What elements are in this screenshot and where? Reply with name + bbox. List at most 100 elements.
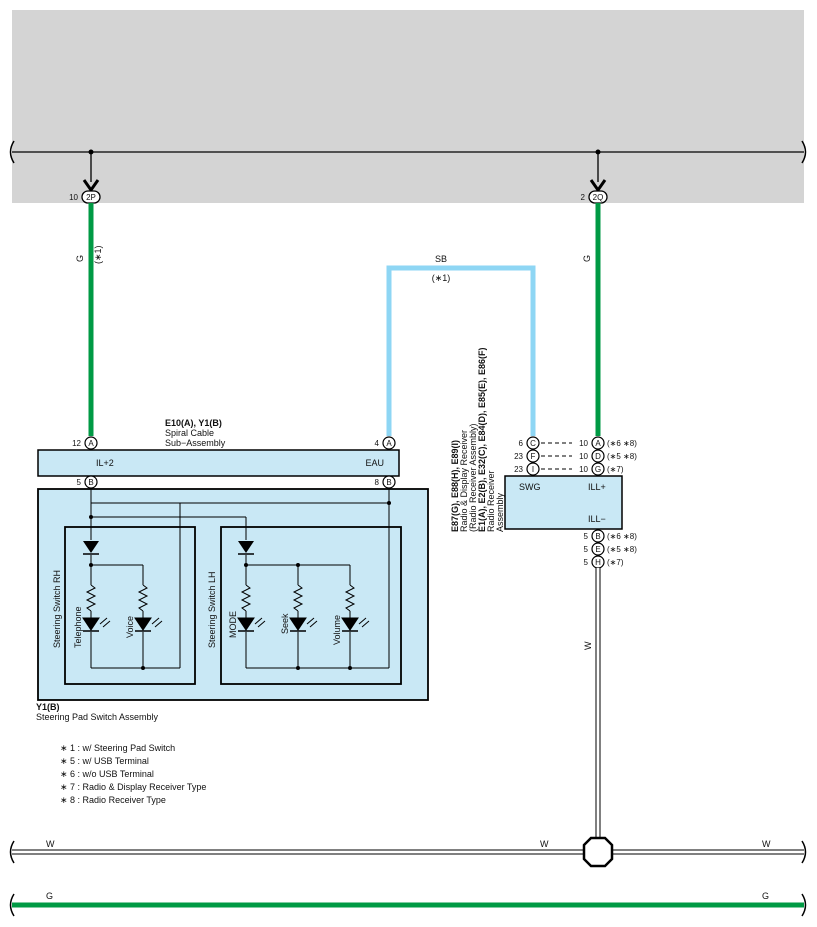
note-line-5: ∗ 8 : Radio Receiver Type [60, 795, 166, 805]
gnd-pin-b: B 5 (∗6 ∗8) [584, 529, 637, 543]
swg-pin-f-letter: F [531, 452, 536, 461]
swg-pin-f: F 23 [514, 449, 540, 463]
gnd-pin-e-number: 5 [584, 545, 589, 554]
resistor-seek [292, 584, 304, 612]
pad-connector: Y1(B) [36, 702, 60, 712]
switch-lh-box [220, 526, 402, 685]
note-line-1: ∗ 1 : w/ Steering Pad Switch [60, 743, 175, 753]
diode-rh [83, 541, 99, 555]
wire-note-g-left: (∗1) [93, 245, 103, 264]
swg-pin-i: I 23 [514, 462, 540, 476]
ill-pin-g: G 10 (∗7) [579, 462, 624, 476]
radio-labels: E87(G), E88(H), E89(I) Radio & Display R… [450, 347, 505, 532]
radio-label-ill-minus: ILL− [588, 514, 606, 524]
bus-g-label-left: G [46, 891, 53, 901]
bus-white-break-right [801, 840, 807, 864]
resistor-telephone [85, 584, 97, 612]
resistor-mode [240, 584, 252, 612]
radio-receiver-box [504, 475, 623, 530]
spiral-name-line2: Sub−Assembly [165, 438, 226, 448]
bus-white-break-left [9, 840, 15, 864]
gnd-pin-e-note: (∗5 ∗8) [607, 545, 637, 554]
bus-g-label-right: G [762, 891, 769, 901]
connector-2q-pin: 2 [581, 193, 586, 202]
pin-a-eau-number: 4 [375, 439, 380, 448]
note-line-4: ∗ 7 : Radio & Display Receiver Type [60, 782, 206, 792]
arrow-right [589, 179, 607, 193]
radio-connector-line2: E1(A), E2(B), E32(C), E84(D), E85(E), E8… [477, 347, 487, 532]
junction-dot [348, 666, 352, 670]
junction-dot [387, 501, 391, 505]
pin-dashed-links [541, 442, 572, 470]
top-gray-area [12, 10, 804, 203]
top-bus-break-right [801, 140, 807, 164]
arrow-left [82, 179, 100, 193]
swg-pin-f-number: 23 [514, 452, 523, 461]
radio-connector-line1: E87(G), E88(H), E89(I) [450, 440, 460, 532]
wire-sb [386, 265, 536, 436]
bus-w-label-mid: W [540, 839, 549, 849]
swg-pin-c-number: 6 [519, 439, 524, 448]
wire-note-sb: (∗1) [432, 273, 451, 283]
ill-pin-a-letter: A [595, 439, 601, 448]
ill-pin-g-note: (∗7) [607, 465, 624, 474]
gnd-pin-h-letter: H [595, 558, 601, 567]
bus-w-label-right: W [762, 839, 771, 849]
wire-label-g-left: G [75, 255, 85, 262]
gnd-pin-b-letter: B [595, 532, 600, 541]
ill-pin-d-number: 10 [579, 452, 588, 461]
gnd-pin-b-number: 5 [584, 532, 589, 541]
label-mode: MODE [228, 611, 238, 638]
radio-label-ill-plus: ILL+ [588, 482, 606, 492]
ill-pin-a: A 10 (∗6 ∗8) [579, 436, 637, 450]
label-seek: Seek [280, 613, 290, 634]
gnd-pin-e: E 5 (∗5 ∗8) [584, 542, 637, 556]
label-steering-switch-rh: Steering Switch RH [52, 570, 62, 648]
radio-name-line4: Assembly [495, 492, 505, 532]
spiral-name-line1: Spiral Cable [165, 428, 214, 438]
junction-dot [296, 563, 300, 567]
ill-pin-d: D 10 (∗5 ∗8) [579, 449, 637, 463]
ill-pin-a-number: 10 [579, 439, 588, 448]
bus-green-break-right [801, 893, 807, 917]
gnd-pin-h: H 5 (∗7) [584, 555, 624, 569]
resistor-voice [137, 584, 149, 612]
radio-label-swg: SWG [519, 482, 541, 492]
steering-pad-box [37, 488, 429, 701]
junction-dot [296, 666, 300, 670]
splice-octagon [582, 836, 614, 868]
swg-pin-c-letter: C [530, 439, 536, 448]
pin-b-8-letter: B [386, 478, 391, 487]
swg-pin-c: C 6 [519, 436, 540, 450]
top-bus-break-left [9, 140, 15, 164]
gnd-pin-b-note: (∗6 ∗8) [607, 532, 637, 541]
radio-name-line2: (Radio Receiver Assembly) [468, 423, 478, 532]
label-volume: Volume [332, 615, 342, 645]
label-voice: Voice [125, 616, 135, 638]
label-steering-switch-lh: Steering Switch LH [207, 571, 217, 648]
junction-dot [141, 666, 145, 670]
spiral-cable-box [37, 449, 400, 477]
switch-rh-box [64, 526, 196, 685]
wire-label-sb: SB [435, 254, 447, 264]
wire-label-g-right: G [582, 255, 592, 262]
gnd-pin-h-number: 5 [584, 558, 589, 567]
swg-pin-i-number: 23 [514, 465, 523, 474]
led-voice [134, 611, 163, 632]
pin-a-eau-letter: A [386, 439, 392, 448]
bus-green-break-left [9, 893, 15, 917]
gnd-pin-e-letter: E [595, 545, 600, 554]
note-line-3: ∗ 6 : w/o USB Terminal [60, 769, 154, 779]
junction-dot [89, 563, 93, 567]
junction-dot [89, 515, 93, 519]
wire-label-w-vertical: W [583, 641, 593, 650]
ill-pin-a-note: (∗6 ∗8) [607, 439, 637, 448]
radio-name-line3: Radio Receiver [486, 470, 496, 532]
led-telephone [82, 611, 111, 632]
connector-2p-pin: 10 [69, 193, 78, 202]
bus-w-label-left: W [46, 839, 55, 849]
pin-b-5-number: 5 [77, 478, 82, 487]
led-volume [341, 611, 370, 632]
note-line-2: ∗ 5 : w/ USB Terminal [60, 756, 149, 766]
